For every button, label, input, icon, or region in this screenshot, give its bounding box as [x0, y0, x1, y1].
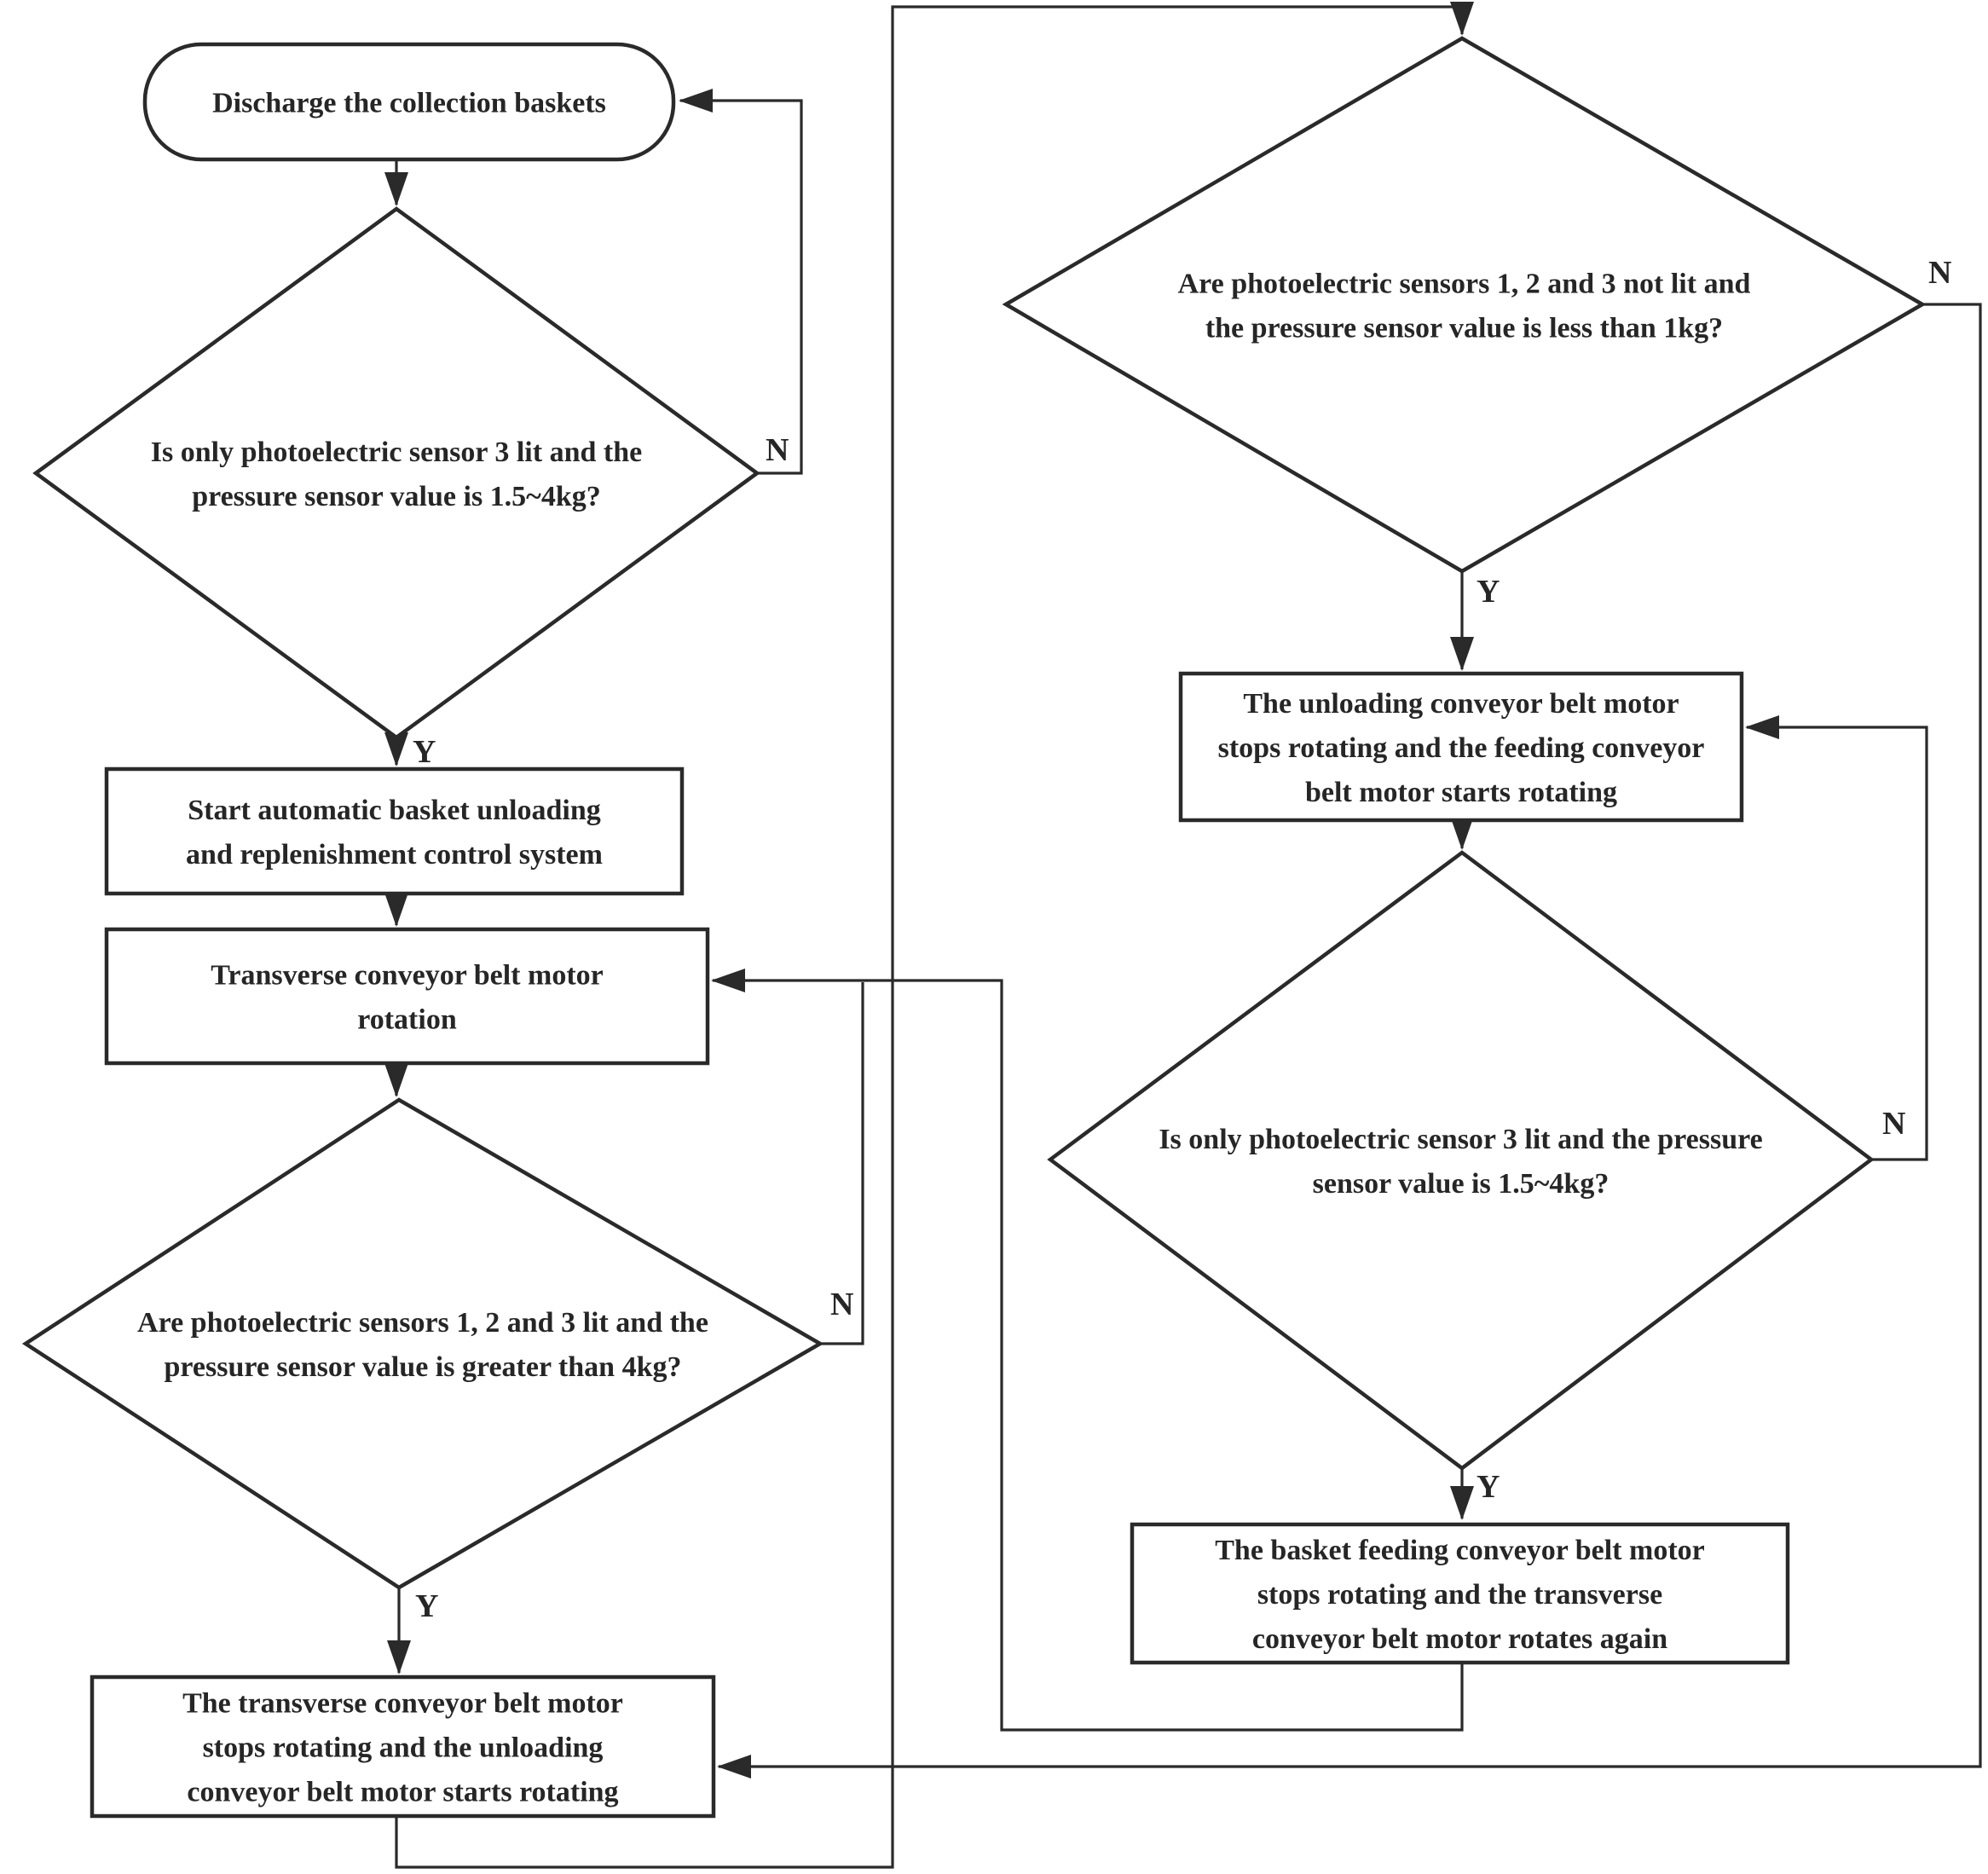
node-start-system-label-line-1: and replenishment control system [186, 839, 603, 870]
node-transverse-rotation: Transverse conveyor belt motor rotation [104, 927, 710, 1066]
branch-label-d1-N: N [766, 432, 789, 468]
edge-d4-to-unloading-stops [1745, 715, 1928, 1161]
node-basket-feeding-stops: The basket feeding conveyor belt motor st… [1130, 1522, 1790, 1665]
node-transverse-stops-label-line-1: stops rotating and the unloading [203, 1732, 604, 1764]
node-d2-diamond [21, 1097, 824, 1590]
node-d4-label-line-0: Is only photoelectric sensor 3 lit and t… [1159, 1124, 1762, 1155]
node-d3-label-line-0: Are photoelectric sensors 1, 2 and 3 not… [1178, 269, 1751, 300]
node-transverse-stops-label-line-2: conveyor belt motor starts rotating [187, 1777, 618, 1808]
branch-label-d4-Y: Y [1477, 1469, 1500, 1505]
branch-labels-layer: N Y Y N Y N Y N [413, 255, 1951, 1624]
node-transverse-stops-label-line-0: The transverse conveyor belt motor [182, 1688, 623, 1720]
branch-label-d1-Y: Y [413, 734, 436, 770]
node-transverse-stops-box [90, 1674, 716, 1819]
node-unloading-stops-label-line-1: stops rotating and the feeding conveyor [1218, 732, 1705, 764]
node-transverse-rotation-box [104, 927, 710, 1066]
node-d2-label-line-1: pressure sensor value is greater than 4k… [165, 1351, 682, 1383]
branch-label-d3-N: N [1928, 255, 1951, 291]
node-d3-diamond [1002, 36, 1927, 574]
nodes-layer: Discharge the collection baskets Is only … [21, 36, 1927, 1819]
node-d4-diamond [1047, 850, 1875, 1471]
branch-label-d3-Y: Y [1477, 574, 1500, 610]
edge-transverse-stops-to-d3 [395, 2, 1474, 1869]
edge-d3-to-transverse-stops [717, 303, 1982, 1779]
node-unloading-stops-box [1178, 671, 1744, 823]
node-d3-label-line-1: the pressure sensor value is less than 1… [1205, 313, 1723, 344]
node-d1-diamond [32, 206, 760, 740]
node-basket-feeding-stops-label-line-2: conveyor belt motor rotates again [1252, 1623, 1667, 1655]
branch-label-d2-N: N [830, 1287, 853, 1322]
edges-layer [384, 2, 1982, 1869]
node-basket-feeding-stops-label-line-1: stops rotating and the transverse [1257, 1579, 1662, 1611]
node-discharge-rounded-box [142, 42, 676, 162]
node-transverse-rotation-label-line-1: rotation [357, 1004, 457, 1036]
edge-d2-to-transverse-rotation [820, 982, 864, 1345]
node-d3: Are photoelectric sensors 1, 2 and 3 not… [1002, 36, 1927, 574]
node-discharge: Discharge the collection baskets [142, 42, 676, 162]
branch-label-d4-N: N [1882, 1106, 1905, 1142]
node-d1-label-line-0: Is only photoelectric sensor 3 lit and t… [151, 437, 642, 468]
node-unloading-stops-label-line-0: The unloading conveyor belt motor [1243, 688, 1679, 720]
node-unloading-stops: The unloading conveyor belt motor stops r… [1178, 671, 1744, 823]
edge-basket-feeding-stops-to-transverse-rotation [711, 969, 1464, 1732]
node-d2-label-line-0: Are photoelectric sensors 1, 2 and 3 lit… [137, 1307, 708, 1339]
edge-d1-to-discharge [679, 89, 803, 475]
node-basket-feeding-stops-label-line-0: The basket feeding conveyor belt motor [1215, 1535, 1704, 1566]
node-d1-label-line-1: pressure sensor value is 1.5~4kg? [192, 481, 601, 512]
node-d4-label-line-1: sensor value is 1.5~4kg? [1313, 1168, 1609, 1200]
node-unloading-stops-label-line-2: belt motor starts rotating [1305, 777, 1617, 808]
node-start-system-label-line-0: Start automatic basket unloading [188, 795, 601, 826]
node-d2: Are photoelectric sensors 1, 2 and 3 lit… [21, 1097, 824, 1590]
node-start-system-box [104, 766, 685, 896]
node-transverse-rotation-label-line-0: Transverse conveyor belt motor [211, 960, 603, 992]
node-transverse-stops: The transverse conveyor belt motor stops … [90, 1674, 716, 1819]
node-discharge-label-line-0: Discharge the collection baskets [212, 88, 606, 119]
node-d1: Is only photoelectric sensor 3 lit and t… [32, 206, 760, 740]
node-start-system: Start automatic basket unloading and repl… [104, 766, 685, 896]
branch-label-d2-Y: Y [415, 1588, 438, 1624]
node-basket-feeding-stops-box [1130, 1522, 1790, 1665]
node-d4: Is only photoelectric sensor 3 lit and t… [1047, 850, 1875, 1471]
